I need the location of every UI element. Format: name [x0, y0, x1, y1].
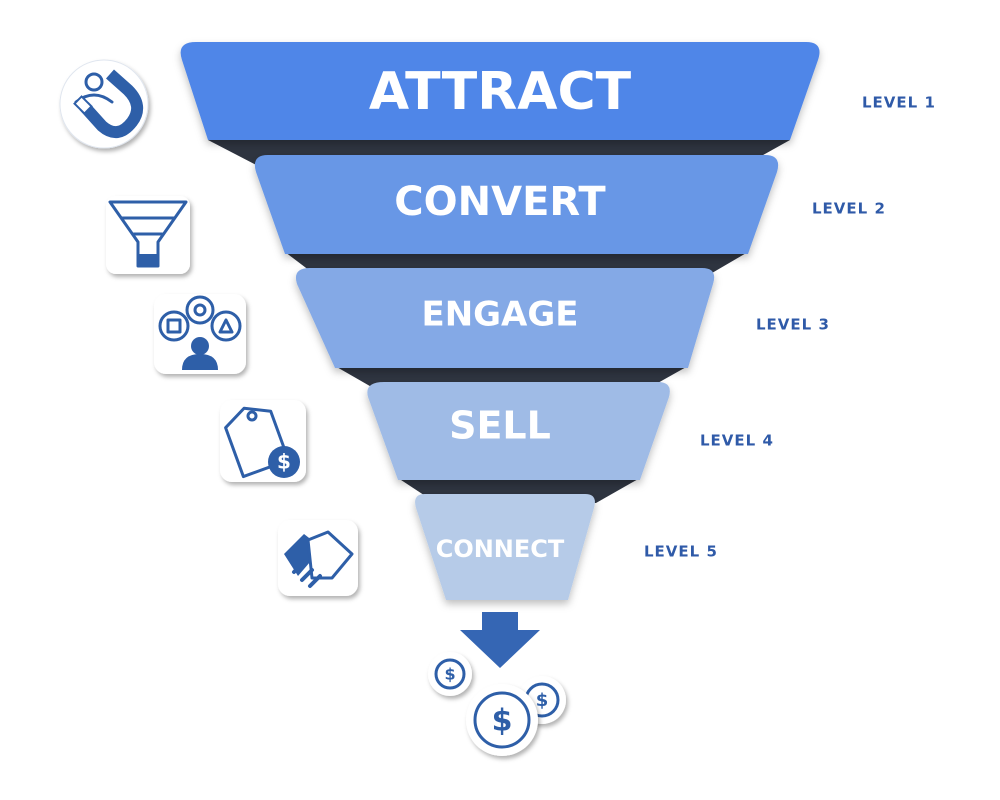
stage-icons: $: [59, 59, 358, 596]
stage-label: ATTRACT: [369, 62, 632, 122]
dollar-coin-icon: $: [466, 684, 538, 756]
svg-text:$: $: [492, 704, 513, 739]
funnel-icon: [106, 196, 190, 274]
level-label-2: LEVEL 2: [812, 200, 886, 218]
svg-text:$: $: [444, 665, 455, 684]
handshake-icon: [278, 520, 358, 596]
stage-label: CONVERT: [394, 179, 606, 225]
level-label-1: LEVEL 1: [862, 94, 936, 112]
level-label-5: LEVEL 5: [644, 543, 718, 561]
stage-convert: CONVERT: [254, 155, 779, 254]
stage-label: ENGAGE: [421, 295, 578, 335]
stage-shape: [254, 155, 779, 254]
bottom-output: $ $ $: [428, 612, 566, 756]
stage-shape: [180, 42, 820, 140]
svg-text:$: $: [277, 450, 291, 474]
funnel-stages: ATTRACT CONVERT ENGAGE SELL CONNECT: [180, 42, 820, 600]
magnet-user-icon: [59, 59, 149, 149]
people-shapes-icon: [154, 294, 246, 374]
stage-connect: CONNECT: [415, 494, 595, 600]
stage-sell: SELL: [367, 382, 670, 480]
stage-shape: [415, 494, 595, 600]
stage-label: SELL: [449, 404, 551, 448]
stage-label: CONNECT: [436, 535, 565, 563]
stage-shape: [367, 382, 670, 480]
stage-attract: ATTRACT: [180, 42, 820, 140]
price-tag-dollar-icon: $: [220, 400, 306, 482]
stage-engage: ENGAGE: [295, 268, 715, 368]
level-label-4: LEVEL 4: [700, 432, 774, 450]
svg-text:$: $: [536, 690, 549, 711]
down-arrow-icon: [460, 612, 540, 668]
dollar-coin-icon: $: [428, 652, 472, 696]
stage-shape: [295, 268, 715, 368]
level-labels: LEVEL 1 LEVEL 2 LEVEL 3 LEVEL 4 LEVEL 5: [644, 94, 936, 561]
level-label-3: LEVEL 3: [756, 316, 830, 334]
